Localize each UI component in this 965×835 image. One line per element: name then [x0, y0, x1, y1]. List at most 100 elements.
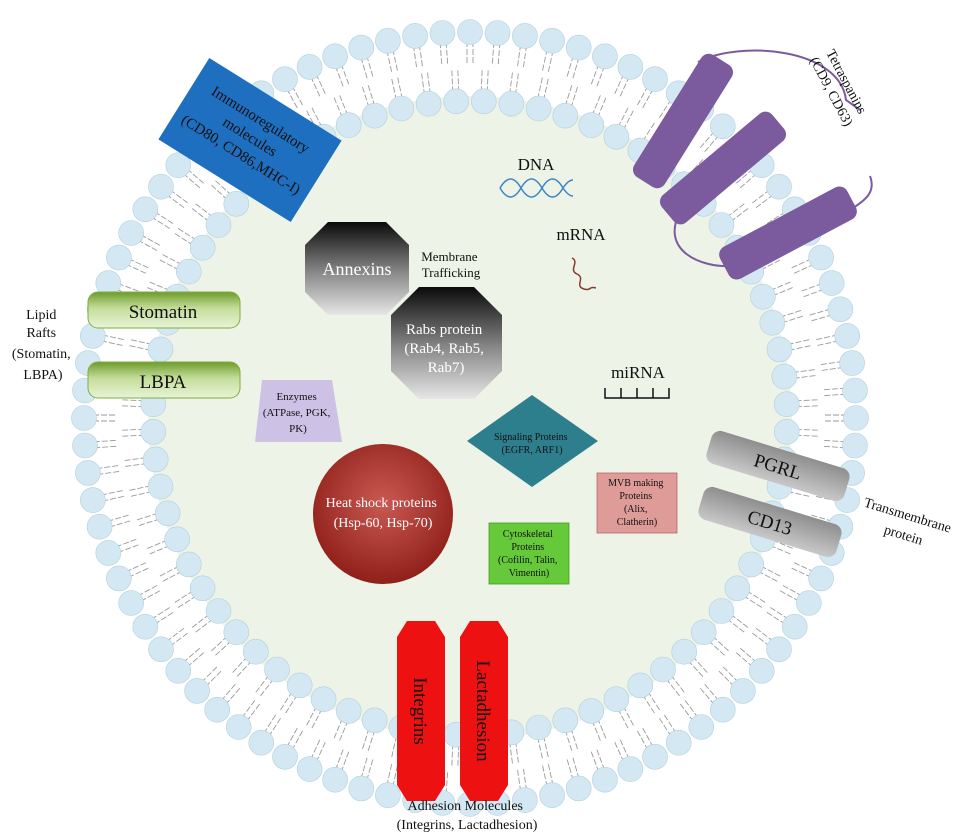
- lipid-tail: [722, 665, 740, 683]
- cytoskeletal-label: Cytoskeletal Proteins (Cofilin, Talin, V…: [498, 529, 560, 579]
- lipid-tail: [647, 691, 661, 711]
- lipid-tail: [194, 202, 214, 218]
- lipid-tail: [150, 216, 171, 230]
- lipid-tail: [194, 618, 214, 634]
- lipid-head: [248, 729, 275, 756]
- lipid-head: [808, 565, 834, 592]
- lipid-head: [842, 432, 868, 459]
- lipid-tail: [225, 687, 241, 706]
- lipid-tail: [509, 71, 514, 95]
- lipid-head: [95, 540, 122, 566]
- lipid-tail: [310, 738, 321, 760]
- lipid-tail: [311, 106, 323, 128]
- lipid-tail: [707, 640, 726, 657]
- lipid-head: [375, 782, 401, 809]
- lipid-tail: [418, 44, 424, 68]
- lipid-head: [375, 27, 401, 54]
- lipid-head: [539, 782, 565, 809]
- lipid-tail: [169, 632, 189, 647]
- lipid-head: [708, 598, 735, 624]
- lipid-tail: [663, 713, 677, 734]
- lipid-tail: [231, 655, 248, 674]
- lipid-tail: [148, 281, 171, 291]
- lipid-tail: [117, 282, 140, 292]
- lipid-tail: [622, 705, 635, 727]
- lipid-tail: [486, 69, 489, 93]
- lipid-tail: [613, 741, 625, 763]
- tetraspanin-helix-2: [659, 111, 787, 225]
- lipid-tail: [315, 741, 327, 763]
- tetraspanin-helix-3: [719, 186, 857, 280]
- lipid-tail: [254, 674, 270, 694]
- lipid-tail: [781, 315, 804, 324]
- lipid-tail: [658, 717, 672, 738]
- lipid-head: [484, 20, 511, 46]
- lipid-tail: [148, 545, 171, 555]
- lipid-tail: [214, 179, 233, 196]
- lipid-head: [165, 657, 192, 684]
- lipid-head: [86, 513, 113, 540]
- lipid-tail: [97, 470, 121, 476]
- lipid-tail: [751, 632, 771, 647]
- lipid-tail: [543, 77, 549, 101]
- lbpa-label: LBPA: [140, 372, 187, 393]
- lipid-tail: [305, 705, 318, 727]
- lipid-tail: [128, 344, 152, 351]
- lipid-tail: [572, 56, 580, 80]
- lipid-head: [843, 405, 869, 431]
- lipid-tail: [541, 48, 548, 72]
- lipid-head: [552, 102, 579, 129]
- lipid-head: [164, 526, 190, 553]
- lipid-tail: [392, 764, 399, 788]
- lipid-tail: [665, 678, 681, 697]
- lipid-tail: [692, 655, 709, 674]
- lipid-tail: [205, 670, 223, 688]
- lipid-tail: [392, 48, 399, 72]
- lipid-tail: [263, 713, 277, 734]
- lipid-tail: [140, 589, 161, 602]
- immunoregulatory-molecules: Immunoregulatory molecules (CD80, CD86,M…: [158, 57, 342, 223]
- lactadhesion-label: Lactadhesion: [472, 660, 493, 762]
- lipid-head: [348, 34, 375, 61]
- lipid-head: [773, 391, 800, 418]
- lipid-tail: [781, 584, 803, 597]
- lipid-tail: [367, 84, 376, 107]
- lipid-tail: [792, 369, 816, 373]
- lipid-head: [457, 19, 483, 45]
- lipid-head: [348, 775, 375, 802]
- lipid-tail: [333, 717, 343, 740]
- cd13-protein: CD13: [698, 486, 842, 558]
- lipid-head: [75, 460, 101, 486]
- lipid-head: [738, 551, 765, 578]
- lipid-tail: [622, 109, 635, 131]
- lipid-tail: [564, 84, 573, 107]
- lipid-tail: [636, 729, 649, 751]
- lipid-tail: [687, 660, 704, 678]
- lipid-tail: [161, 253, 183, 266]
- lipid-tail: [613, 73, 625, 95]
- lipid-head: [361, 102, 388, 129]
- lipid-head: [132, 196, 159, 223]
- lipid-head: [140, 418, 167, 445]
- lipid-head: [118, 590, 144, 616]
- lipid-head: [834, 323, 861, 349]
- lipid-head: [310, 686, 337, 713]
- lipid-tail: [641, 88, 654, 109]
- mvb-making-proteins: MVB making Proteins (Alix, Clatherin): [596, 472, 678, 534]
- lipid-tail: [451, 69, 454, 93]
- lipid-tail: [125, 263, 147, 275]
- lipid-tail: [815, 334, 838, 341]
- lipid-tail: [310, 76, 321, 98]
- lipid-tail: [236, 660, 253, 678]
- lipid-head: [189, 234, 216, 261]
- lipid-tail: [210, 635, 228, 652]
- lipid-tail: [543, 735, 549, 759]
- mrna-label: mRNA: [556, 225, 606, 244]
- lipid-tail: [128, 485, 152, 492]
- lipid-head: [132, 613, 159, 640]
- heat-shock-proteins: Heat shock proteins (Hsp-60, Hsp-70): [313, 444, 453, 584]
- lipid-tail: [173, 232, 194, 246]
- lipid-tail: [100, 340, 124, 347]
- lipid-head: [730, 678, 756, 704]
